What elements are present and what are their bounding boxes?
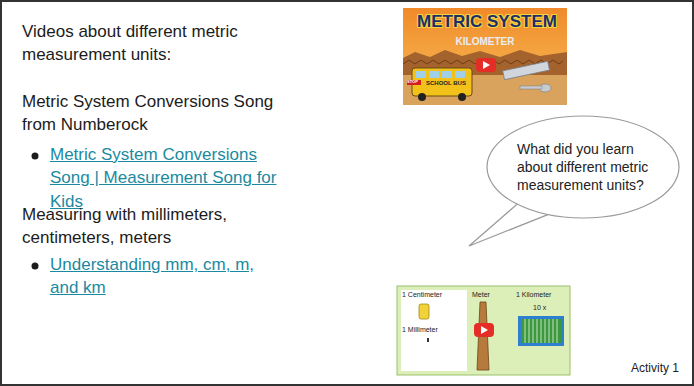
activity-label: Activity 1 (631, 361, 689, 375)
stop-sign: STOP (407, 80, 421, 85)
slide-heading: Videos about different metric measuremen… (22, 20, 312, 67)
speech-bubble: What did you learn about different metri… (517, 140, 649, 194)
bubble-text: What did you learn about different metri… (517, 140, 649, 194)
video-link: Metric System Conversions Song | Measure… (50, 143, 295, 213)
unit-label: 1 Kilometer (516, 291, 566, 299)
bus-label: SCHOOL BUS (426, 80, 470, 87)
unit-label: 1 Millimeter (402, 326, 452, 334)
video-thumbnail (397, 286, 570, 375)
video-source: Metric System Conversions Song from Numb… (22, 90, 312, 137)
video-link: Understanding mm, cm, m, and km (50, 253, 265, 300)
thumbnail-title: METRIC SYSTEM (412, 13, 562, 32)
thumbnail-subtitle: KILOMETER (440, 36, 530, 47)
bullet (32, 153, 39, 160)
unit-label: 10 x (533, 304, 553, 312)
unit-label: 1 Centimeter (402, 291, 452, 299)
unit-label: Meter (472, 291, 502, 299)
video-thumbnail (403, 8, 567, 105)
section-heading: Measuring with millimeters, centimeters,… (22, 203, 312, 250)
bullet (32, 263, 39, 270)
